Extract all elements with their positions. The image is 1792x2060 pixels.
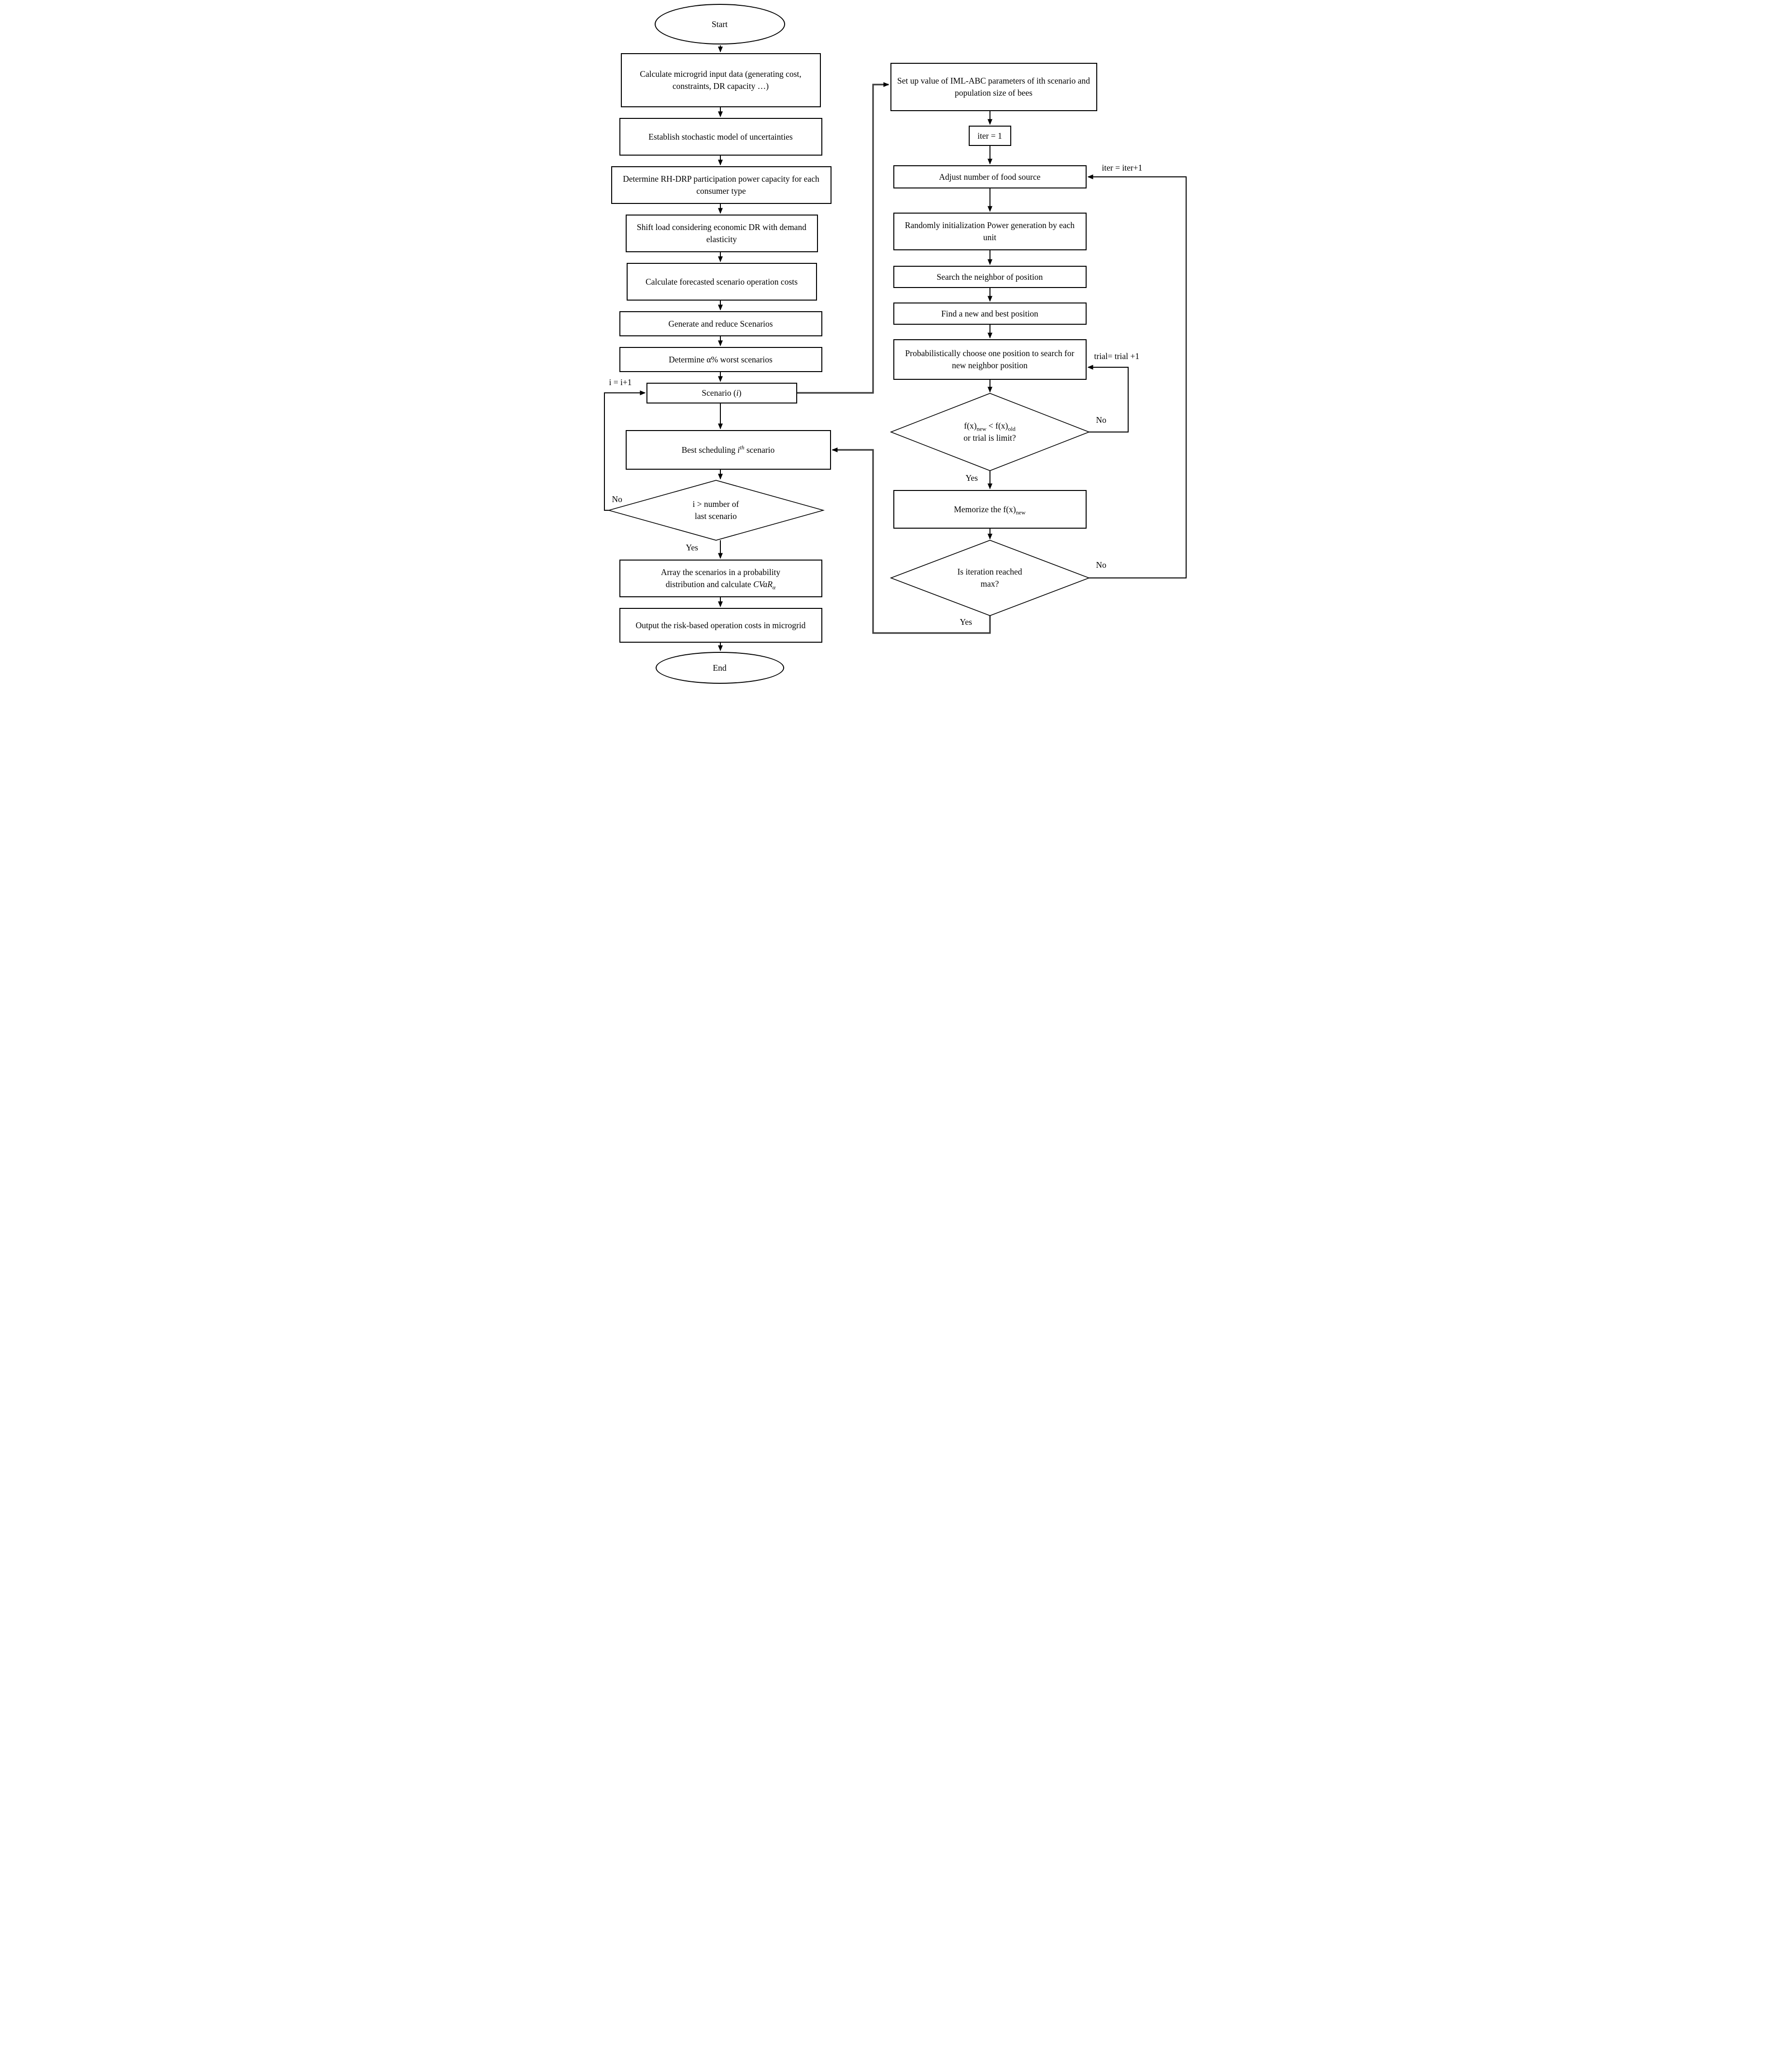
best-pre: Best scheduling — [681, 445, 738, 455]
label-no-fx: No — [1096, 415, 1106, 425]
decision-iter-max: Is iteration reached max? — [918, 558, 1062, 598]
shift-load-label: Shift load considering economic DR with … — [637, 222, 806, 244]
fx-new-sub: new — [977, 426, 987, 432]
calc-forecast-label: Calculate forecasted scenario operation … — [645, 276, 798, 287]
label-i-increment: i = i+1 — [609, 377, 632, 387]
scenario-post: ) — [738, 388, 742, 398]
decision-iter-max-shape — [889, 540, 1090, 616]
fx-new-sub-text: new — [976, 425, 987, 432]
node-determine-worst: Determine α% worst scenarios — [619, 347, 822, 372]
array-line2: distribution and calculate CVaRα — [666, 578, 775, 591]
label-no-last: No — [612, 494, 622, 504]
array-line1: Array the scenarios in a probability — [660, 567, 781, 577]
node-setup-params: Set up value of IML-ABC parameters of it… — [890, 63, 1097, 111]
array-cvar-sub: α — [773, 584, 775, 591]
best-sup: th — [740, 444, 744, 451]
best-scheduling-label: Best scheduling ith scenario — [682, 444, 775, 456]
link-scenario-to-setup — [797, 82, 889, 394]
decision-last-scenario-shape — [607, 480, 825, 541]
label-yes-last: Yes — [686, 543, 698, 552]
decision-fx-line2: or trial is limit? — [963, 433, 1016, 443]
loop-i-increment — [603, 390, 645, 511]
generate-reduce-label: Generate and reduce Scenarios — [668, 318, 773, 329]
loop-iter-increment — [1087, 174, 1187, 578]
node-end: End — [655, 652, 784, 684]
determine-rhdrp-label: Determine RH-DRP participation power cap… — [623, 174, 819, 196]
scenario-pre: Scenario ( — [702, 388, 736, 398]
label-no-iter: No — [1096, 560, 1106, 570]
node-random-init: Randomly initialization Power generation… — [893, 213, 1087, 250]
fx-old-sub: old — [1008, 426, 1015, 432]
node-establish-model: Establish stochastic model of uncertaint… — [619, 118, 822, 156]
node-shift-load: Shift load considering economic DR with … — [625, 215, 818, 252]
decision-last-line1: i > number of — [692, 499, 739, 509]
node-adjust-food: Adjust number of food source — [893, 165, 1087, 188]
node-output-costs: Output the risk-based operation costs in… — [619, 608, 822, 643]
best-sup-text: th — [740, 444, 745, 451]
node-generate-reduce: Generate and reduce Scenarios — [619, 311, 822, 336]
adjust-food-label: Adjust number of food source — [939, 172, 1041, 182]
best-post: scenario — [744, 445, 775, 455]
establish-model-label: Establish stochastic model of uncertaint… — [648, 131, 793, 142]
node-search-neighbor: Search the neighbor of position — [893, 266, 1087, 288]
start-label: Start — [711, 19, 728, 29]
node-determine-rhdrp: Determine RH-DRP participation power cap… — [611, 166, 831, 204]
decision-fx-line1: f(x)new < f(x)old — [964, 420, 1015, 432]
memorize-sub-text: new — [1016, 509, 1026, 516]
node-scenario-i: Scenario (i) — [646, 383, 797, 403]
node-array-cvar: Array the scenarios in a probability dis… — [619, 560, 822, 597]
node-iter-init: iter = 1 — [968, 126, 1011, 146]
array-cvar-sub-text: α — [772, 584, 776, 591]
search-neighbor-label: Search the neighbor of position — [936, 272, 1043, 282]
node-find-position: Find a new and best position — [893, 303, 1087, 325]
label-yes-iter: Yes — [960, 617, 972, 627]
loop-trial-increment — [1087, 365, 1129, 432]
node-calc-forecast: Calculate forecasted scenario operation … — [626, 263, 817, 301]
connector-layer — [603, 45, 1187, 651]
label-trial-increment: trial= trial +1 — [1094, 351, 1140, 361]
decision-last-line2: last scenario — [695, 511, 737, 521]
fx-new-f: f(x) — [964, 421, 977, 431]
node-prob-choose: Probabilistically choose one position to… — [893, 339, 1087, 380]
decision-fx-compare: f(x)new < f(x)old or trial is limit? — [918, 411, 1062, 453]
node-calc-input: Calculate microgrid input data (generati… — [620, 53, 821, 107]
node-start: Start — [654, 4, 785, 44]
decision-fx-compare-shape — [889, 393, 1090, 471]
best-var: i — [737, 445, 740, 455]
memorize-label: Memorize the f(x)new — [954, 504, 1025, 516]
decision-last-scenario: i > number of last scenario — [644, 490, 788, 531]
output-costs-label: Output the risk-based operation costs in… — [635, 620, 806, 630]
memorize-pre: Memorize the f(x) — [954, 504, 1016, 514]
scenario-i-label: Scenario (i) — [702, 387, 741, 399]
end-label: End — [713, 663, 727, 673]
memorize-sub: new — [1016, 509, 1026, 516]
decision-iter-line1: Is iteration reached — [957, 567, 1022, 577]
node-best-scheduling: Best scheduling ith scenario — [625, 430, 831, 470]
calc-input-label: Calculate microgrid input data (generati… — [640, 69, 802, 91]
node-memorize: Memorize the f(x)new — [893, 490, 1087, 529]
iter-init-label: iter = 1 — [977, 130, 1002, 141]
scenario-var: i — [736, 388, 739, 398]
flowchart-canvas: Start Calculate microgrid input data (ge… — [596, 0, 1196, 689]
label-yes-fx: Yes — [965, 473, 978, 483]
label-iter-increment: iter = iter+1 — [1102, 163, 1143, 173]
fx-cmp: < — [986, 421, 996, 431]
fx-old-f: f(x) — [995, 421, 1008, 431]
decision-iter-line2: max? — [980, 579, 999, 589]
array-line2-pre: distribution and calculate — [665, 579, 754, 589]
determine-worst-label: Determine α% worst scenarios — [669, 354, 773, 364]
prob-choose-label: Probabilistically choose one position to… — [905, 348, 1075, 370]
array-cvar-text: CVaR — [753, 579, 773, 589]
find-position-label: Find a new and best position — [941, 308, 1038, 318]
loop-yes-to-best-scheduling — [831, 447, 991, 634]
random-init-label: Randomly initialization Power generation… — [904, 220, 1075, 242]
setup-params-label: Set up value of IML-ABC parameters of it… — [897, 76, 1090, 98]
fx-old-sub-text: old — [1008, 425, 1016, 432]
